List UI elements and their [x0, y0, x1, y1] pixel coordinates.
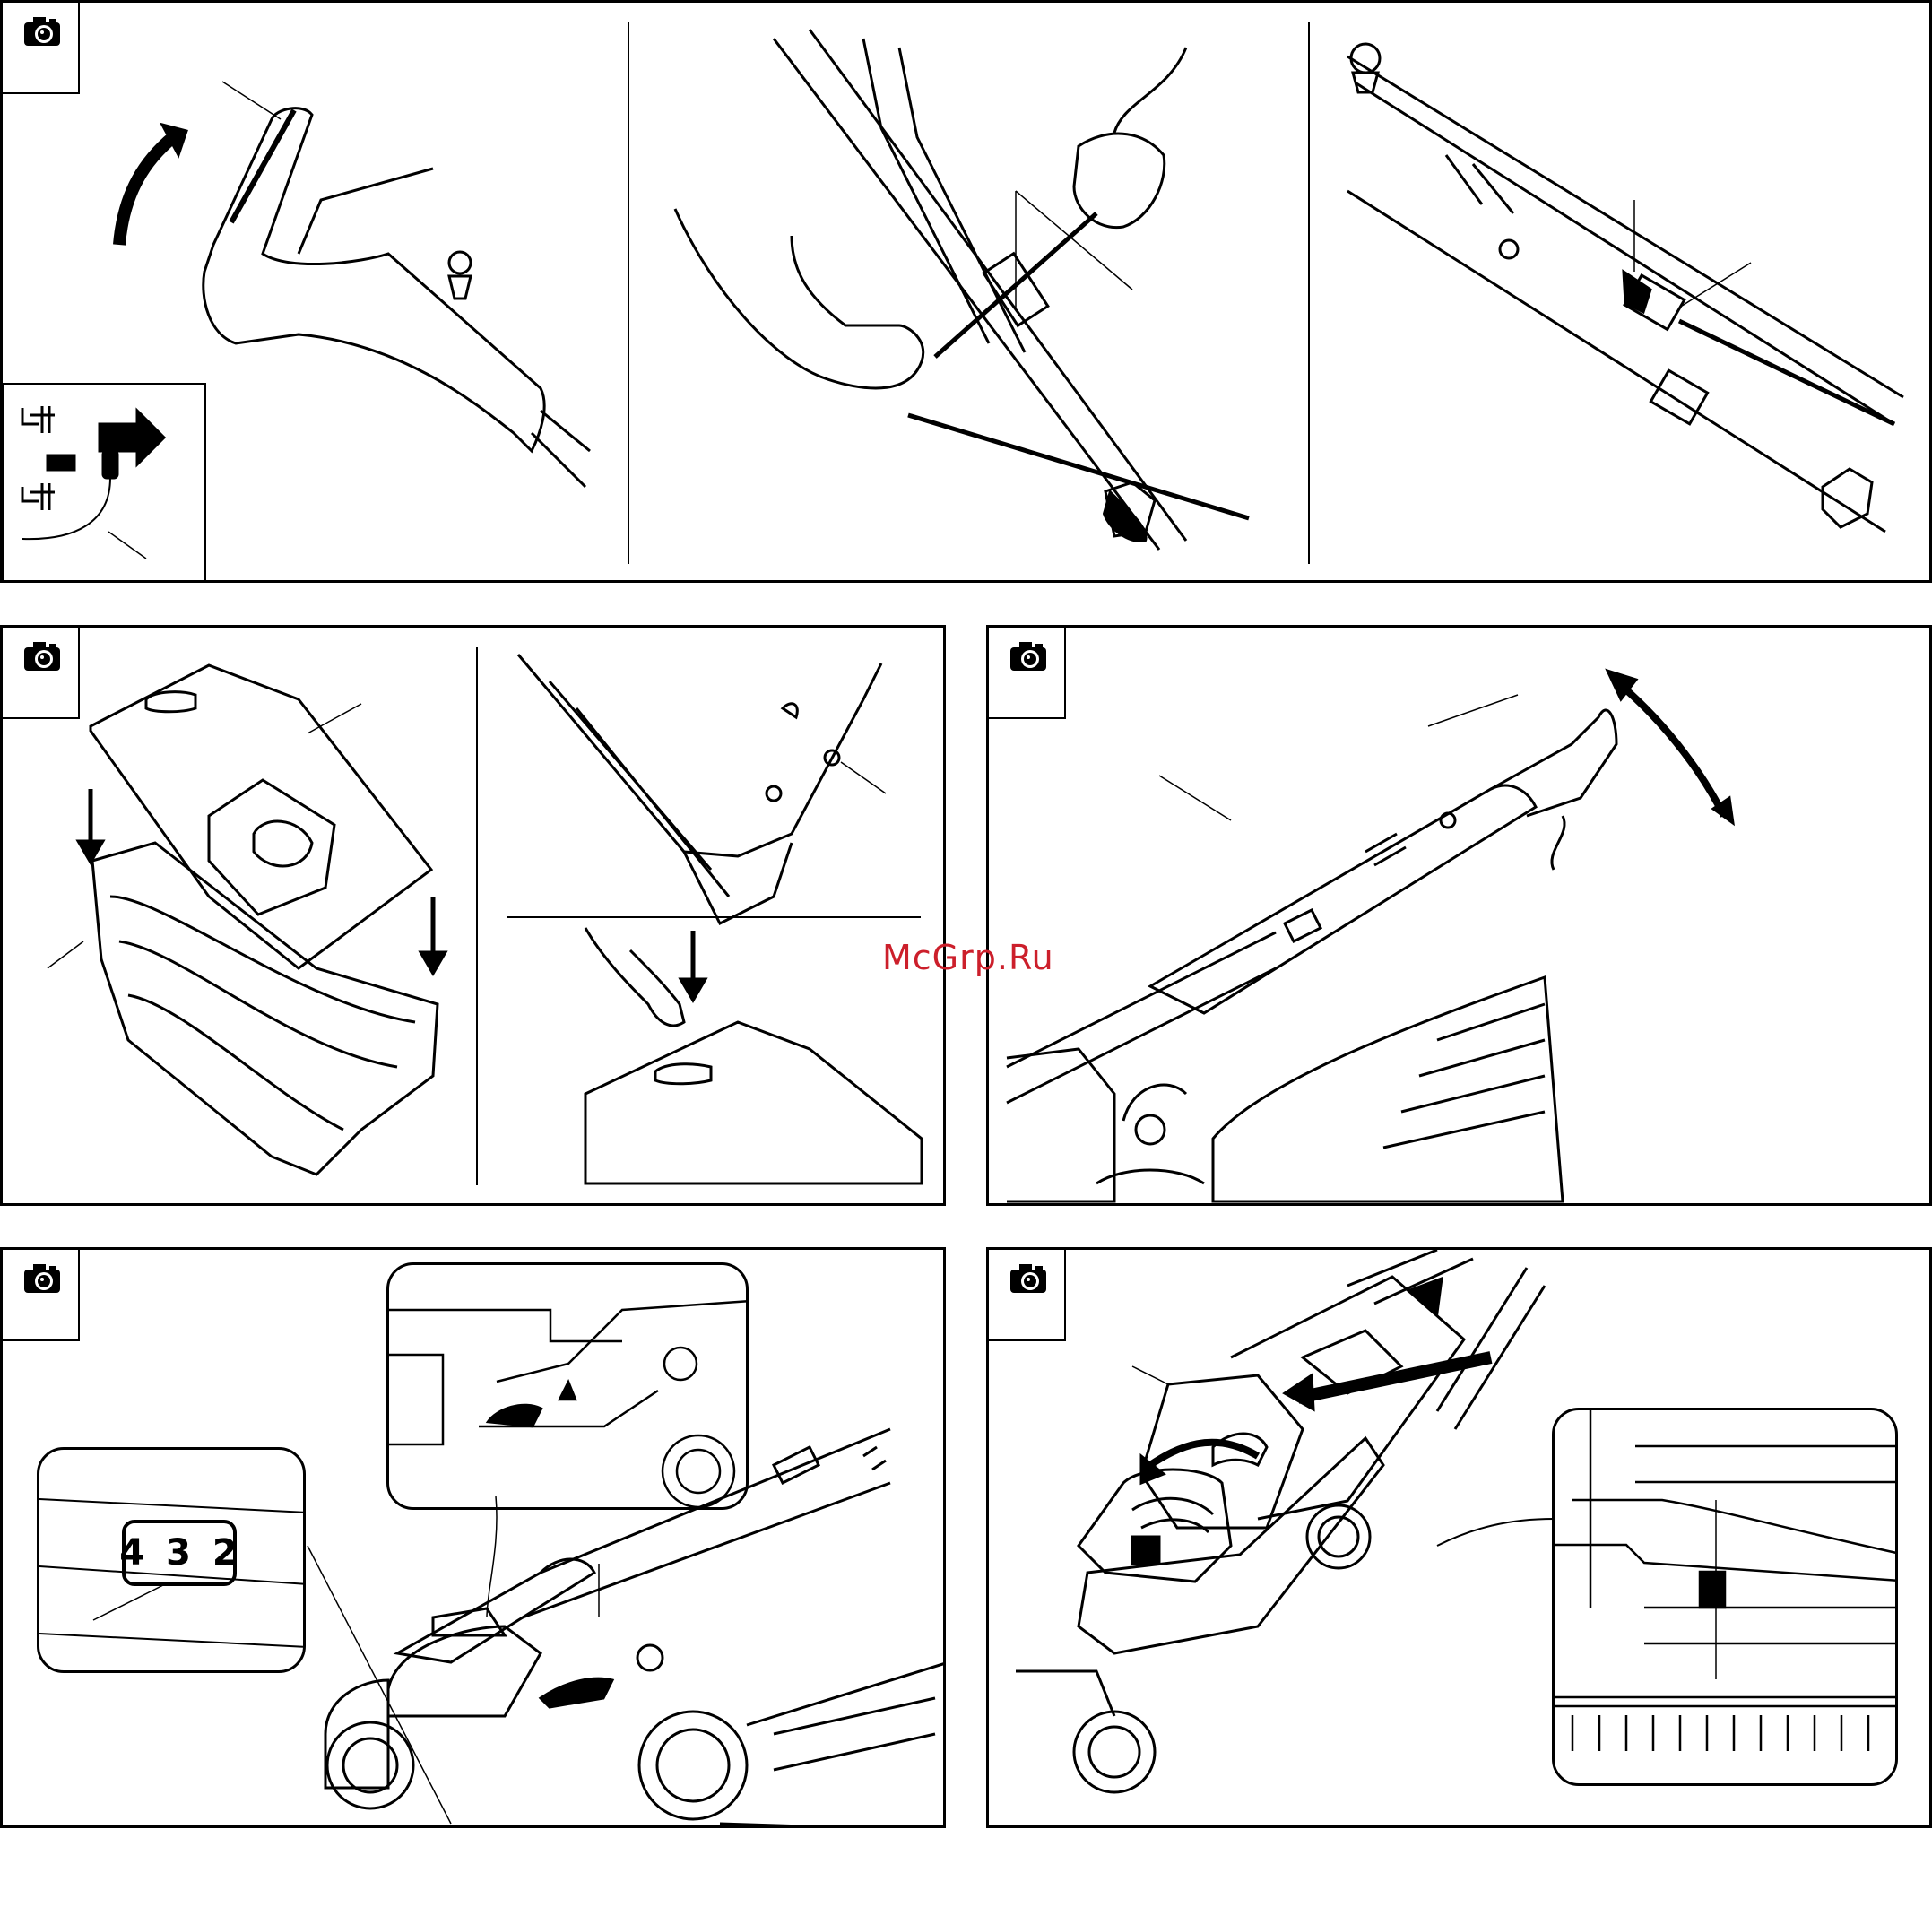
panel-grass-box — [0, 625, 946, 1206]
panel-handle-height — [986, 625, 1932, 1206]
box-attach-illustration — [989, 1250, 1932, 1828]
panel-box-attach — [986, 1247, 1932, 1828]
handle-fold-illustration — [3, 3, 1932, 583]
panel-handle-assembly — [0, 0, 1932, 583]
grass-box-illustration — [3, 628, 946, 1206]
handle-height-illustration — [989, 628, 1932, 1206]
panel-cutting-height: 4 3 2 — [0, 1247, 946, 1828]
watermark: McGrp.Ru — [882, 938, 1054, 977]
mower-height-illustration — [3, 1250, 946, 1828]
